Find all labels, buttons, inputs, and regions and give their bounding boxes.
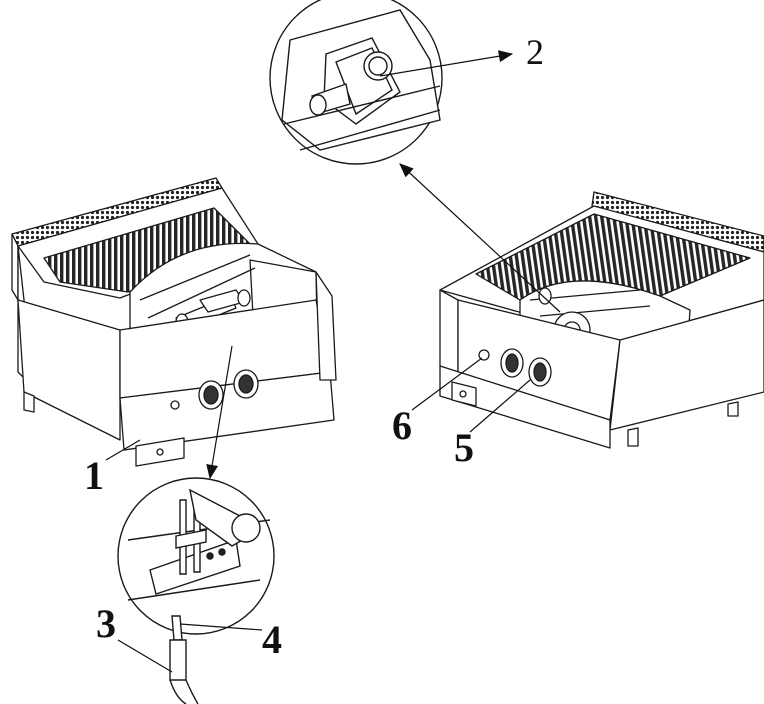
- leader-line-3: [117, 639, 173, 673]
- detail-arrow-top: [399, 163, 561, 313]
- callout-6: 6: [392, 403, 412, 448]
- leader-line-6: [411, 357, 483, 411]
- leader-line-4: [179, 623, 263, 631]
- leader-line-1: [105, 439, 141, 461]
- callout-1: 1: [84, 453, 104, 498]
- leader-lines: [105, 50, 561, 673]
- right-control-knobs: [478, 348, 552, 387]
- leader-line-5: [469, 379, 531, 433]
- callout-4: 4: [262, 617, 282, 662]
- detail-arrow-bottom: [206, 345, 233, 480]
- detail-circle-top: [269, 0, 443, 165]
- left-control-knobs: [170, 369, 259, 410]
- callout-2: 2: [526, 32, 544, 72]
- callout-5: 5: [454, 425, 474, 470]
- right-grill-unit: [439, 191, 764, 449]
- callout-3: 3: [96, 601, 116, 646]
- ignition-cable: [169, 615, 199, 704]
- detail-circle-bottom: [117, 477, 275, 635]
- left-grill-unit: [11, 177, 337, 467]
- leader-line-2: [379, 50, 514, 77]
